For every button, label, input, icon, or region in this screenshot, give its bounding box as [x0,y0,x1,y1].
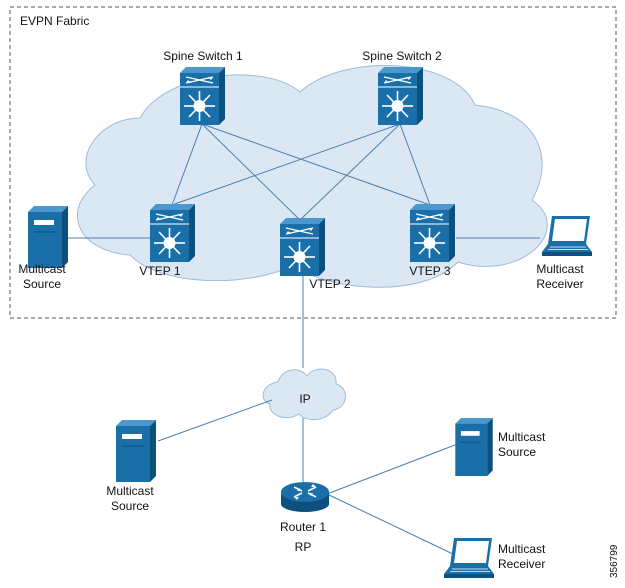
link-ip-source2 [157,399,273,442]
multicast-receiver-1-label-line1: Multicast [536,262,584,276]
laptop-icon [541,216,593,256]
multicast-source-2-label-line1: Multicast [106,484,154,498]
evpn-fabric-boundary [9,6,617,319]
spine-switch-1-label: Spine Switch 1 [163,49,243,63]
vtep-2-label: VTEP 2 [309,277,350,291]
link-spine2-vtep2 [299,123,401,221]
multicast-receiver-2-label-line2: Receiver [498,557,545,571]
spine-switch-2-label: Spine Switch 2 [362,49,442,63]
multicast-source-1 [28,206,68,268]
multicast-receiver-2 [443,538,495,578]
link-spine1-vtep1 [171,123,203,206]
fabric-label: EVPN Fabric [20,14,89,28]
multilayer-switch-icon [378,67,423,125]
multicast-source-3-label-line1: Multicast [498,430,546,444]
multicast-source-1-label-line2: Source [23,277,61,291]
link-router1-source3 [326,444,456,495]
link-spine2-vtep3 [399,123,431,206]
link-router1-receiver2 [326,493,456,556]
figure-id: 356799 [609,544,620,578]
spine-switch-1 [180,67,225,125]
multicast-source-3 [454,418,494,476]
server-icon [454,418,494,476]
multicast-receiver-1-label-line2: Receiver [536,277,583,291]
multilayer-switch-icon [150,204,195,262]
router-icon [280,481,330,512]
multicast-receiver-1 [541,216,593,256]
link-spine1-vtep2 [201,123,301,221]
spine-switch-2 [378,67,423,125]
ip-cloud [262,368,346,420]
server-icon [116,420,156,482]
multicast-source-2-label-line2: Source [111,499,149,513]
router-1 [280,481,330,512]
server-icon [28,206,68,268]
links [67,123,540,556]
link-spine1-vtep3 [201,123,431,206]
router-1-label-line1: Router 1 [280,520,326,534]
multicast-source-3-label-line2: Source [498,445,536,459]
multicast-receiver-2-label-line1: Multicast [498,542,546,556]
vtep-1 [150,204,195,262]
laptop-icon [443,538,495,578]
multicast-source-2 [116,420,156,482]
ip-cloud-label: IP [299,392,310,406]
link-spine2-vtep1 [171,123,401,206]
multilayer-switch-icon [280,218,325,276]
vtep-3-label: VTEP 3 [409,264,450,278]
router-1-label-line2: RP [295,540,312,554]
vtep-3 [410,204,455,262]
vtep-2 [280,218,325,276]
multicast-source-1-label-line1: Multicast [18,262,66,276]
vtep-1-label: VTEP 1 [139,264,180,278]
multilayer-switch-icon [410,204,455,262]
multilayer-switch-icon [180,67,225,125]
